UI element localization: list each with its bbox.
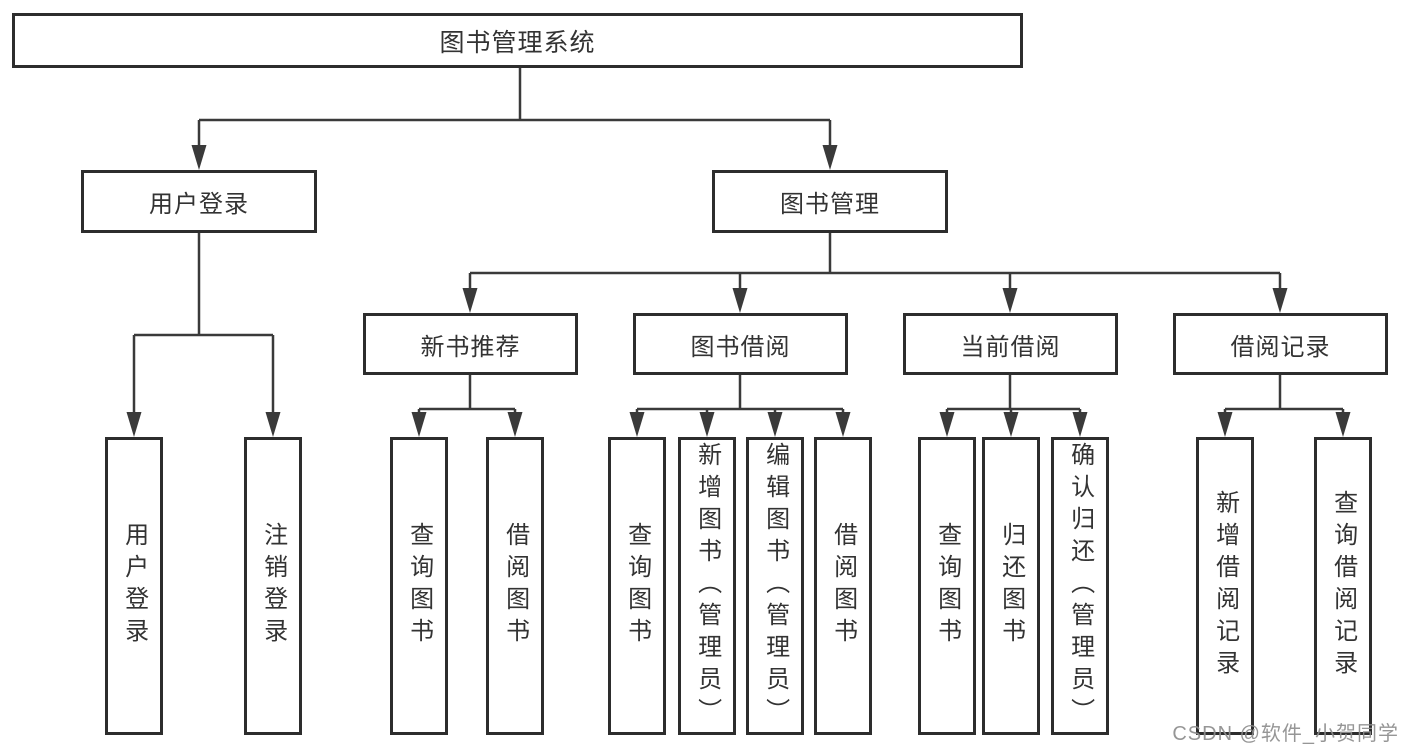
leaf-nb-borrow-books-label: 借阅图书 bbox=[501, 522, 529, 650]
node-book-management-label: 图书管理 bbox=[780, 191, 880, 218]
leaf-user-login: 用户登录 bbox=[105, 437, 163, 735]
node-borrow-records: 借阅记录 bbox=[1173, 313, 1388, 375]
leaf-nb-query-books: 查询图书 bbox=[390, 437, 448, 735]
node-user-login: 用户登录 bbox=[81, 170, 317, 233]
leaf-cb-return-books-label: 归还图书 bbox=[997, 522, 1025, 650]
leaf-bb-edit-books-admin: 编辑图书（管理员） bbox=[746, 437, 804, 735]
node-book-management: 图书管理 bbox=[712, 170, 948, 233]
node-new-book-recommend: 新书推荐 bbox=[363, 313, 578, 375]
leaf-bb-borrow-books-label: 借阅图书 bbox=[829, 522, 857, 650]
leaf-br-add-record: 新增借阅记录 bbox=[1196, 437, 1254, 735]
arrowheads bbox=[126, 145, 1351, 437]
leaf-cb-confirm-return-admin: 确认归还（管理员） bbox=[1051, 437, 1109, 735]
leaf-cb-query-books: 查询图书 bbox=[918, 437, 976, 735]
node-current-borrow-label: 当前借阅 bbox=[960, 333, 1061, 361]
leaf-cb-return-books: 归还图书 bbox=[982, 437, 1040, 735]
node-current-borrow: 当前借阅 bbox=[903, 313, 1118, 375]
leaf-bb-query-books-label: 查询图书 bbox=[623, 522, 651, 650]
leaf-br-query-record-label: 查询借阅记录 bbox=[1329, 490, 1357, 682]
leaf-bb-query-books: 查询图书 bbox=[608, 437, 666, 735]
node-book-borrow: 图书借阅 bbox=[633, 313, 848, 375]
leaf-bb-add-books-admin: 新增图书（管理员） bbox=[678, 437, 736, 735]
leaf-bb-add-books-admin-label: 新增图书（管理员） bbox=[693, 442, 721, 730]
leaf-logout-label: 注销登录 bbox=[259, 522, 287, 650]
leaf-nb-query-books-label: 查询图书 bbox=[405, 522, 433, 650]
node-root-label: 图书管理系统 bbox=[439, 28, 596, 57]
leaf-cb-confirm-return-admin-label: 确认归还（管理员） bbox=[1066, 442, 1094, 730]
leaf-user-login-label: 用户登录 bbox=[120, 522, 148, 650]
leaf-cb-query-books-label: 查询图书 bbox=[933, 522, 961, 650]
csdn-watermark: CSDN @软件_小贺同学 bbox=[1172, 723, 1399, 745]
node-root-library-system: 图书管理系统 bbox=[12, 13, 1023, 68]
leaf-br-add-record-label: 新增借阅记录 bbox=[1211, 490, 1239, 682]
leaf-logout: 注销登录 bbox=[244, 437, 302, 735]
leaf-bb-edit-books-admin-label: 编辑图书（管理员） bbox=[761, 442, 789, 730]
leaf-nb-borrow-books: 借阅图书 bbox=[486, 437, 544, 735]
leaf-bb-borrow-books: 借阅图书 bbox=[814, 437, 872, 735]
node-book-borrow-label: 图书借阅 bbox=[690, 333, 791, 361]
node-new-book-recommend-label: 新书推荐 bbox=[420, 333, 521, 361]
node-user-login-label: 用户登录 bbox=[149, 191, 249, 218]
leaf-br-query-record: 查询借阅记录 bbox=[1314, 437, 1372, 735]
node-borrow-records-label: 借阅记录 bbox=[1230, 333, 1331, 361]
